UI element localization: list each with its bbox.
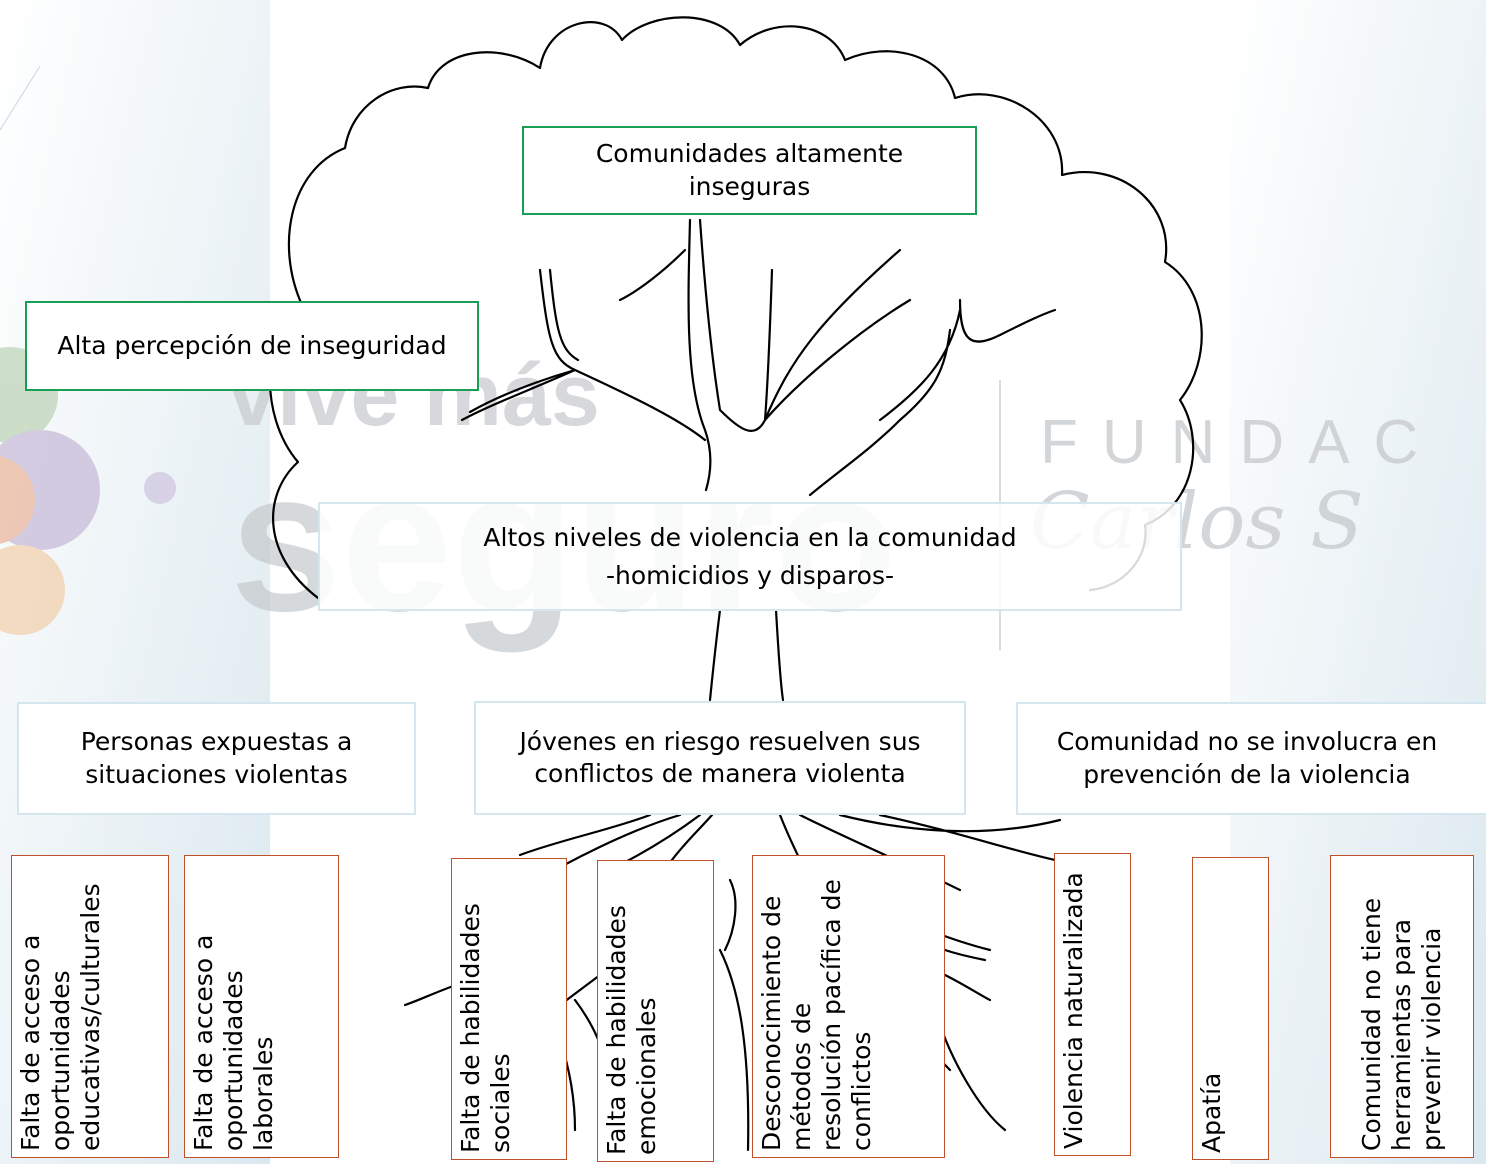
effect-label: Comunidades altamente inseguras bbox=[595, 139, 904, 201]
root-box-jobs: Falta de acceso a oportunidades laborale… bbox=[184, 855, 339, 1158]
root-box-naturalized-violence: Violencia naturalizada bbox=[1054, 853, 1131, 1156]
central-problem-title: Altos niveles de violencia en la comunid… bbox=[483, 523, 1017, 552]
root-box-community-tools: Comunidad no tiene herramientas para pre… bbox=[1330, 855, 1474, 1158]
root-box-apathy: Apatía bbox=[1192, 857, 1269, 1160]
root-box-emotional-skills: Falta de habilidades emocionales bbox=[597, 860, 714, 1162]
effect-box: Comunidades altamente inseguras bbox=[522, 126, 977, 215]
root-line: Desconocimiento de bbox=[757, 895, 786, 1151]
root-line: oportunidades bbox=[46, 970, 75, 1151]
cause-box-youth-conflict: Jóvenes en riesgo resuelven sus conflict… bbox=[474, 701, 966, 815]
side-effect-box: Alta percepción de inseguridad bbox=[25, 301, 479, 391]
root-line: Falta de habilidades bbox=[602, 905, 631, 1155]
tree-branches bbox=[460, 218, 1057, 497]
root-line: oportunidades bbox=[219, 970, 248, 1151]
central-problem-box: Altos niveles de violencia en la comunid… bbox=[318, 502, 1182, 611]
watermark-fundac: FUNDAC bbox=[1040, 408, 1442, 477]
cause-box-exposure: Personas expuestas a situaciones violent… bbox=[17, 702, 416, 815]
root-box-education: Falta de acceso a oportunidades educativ… bbox=[11, 855, 169, 1158]
tree-trunk-right bbox=[774, 608, 785, 702]
tree-canopy bbox=[268, 16, 1203, 600]
root-line: Falta de acceso a bbox=[189, 934, 218, 1151]
root-line: Apatía bbox=[1197, 1072, 1226, 1153]
cause-box-community: Comunidad no se involucra en prevención … bbox=[1016, 702, 1486, 815]
central-problem-subtitle: -homicidios y disparos- bbox=[605, 560, 895, 590]
root-line: Violencia naturalizada bbox=[1059, 872, 1088, 1149]
side-effect-label: Alta percepción de inseguridad bbox=[57, 330, 447, 360]
root-line: Comunidad no tiene bbox=[1357, 897, 1386, 1151]
root-line: sociales bbox=[486, 1053, 515, 1153]
tree-trunk-left bbox=[708, 608, 722, 702]
root-line: laborales bbox=[249, 1036, 278, 1151]
root-line: métodos de bbox=[787, 1002, 816, 1151]
root-box-conflict-methods: Desconocimiento de métodos de resolución… bbox=[752, 855, 945, 1158]
root-line: emocionales bbox=[632, 997, 661, 1155]
root-line: Falta de acceso a bbox=[16, 934, 45, 1151]
root-line: conflictos bbox=[847, 1031, 876, 1151]
root-line: prevenir violencia bbox=[1417, 927, 1446, 1151]
logo-dots bbox=[0, 347, 176, 635]
cause-label: Jóvenes en riesgo resuelven sus conflict… bbox=[519, 726, 921, 789]
root-box-social-skills: Falta de habilidades sociales bbox=[451, 858, 567, 1160]
root-line: educativas/culturales bbox=[76, 883, 105, 1151]
cause-label: Comunidad no se involucra en prevención … bbox=[1056, 727, 1438, 789]
root-line: resolución pacífica de bbox=[817, 879, 846, 1151]
root-line: Falta de habilidades bbox=[456, 903, 485, 1153]
cause-label: Personas expuestas a situaciones violent… bbox=[80, 727, 353, 789]
root-line: herramientas para bbox=[1387, 918, 1416, 1151]
